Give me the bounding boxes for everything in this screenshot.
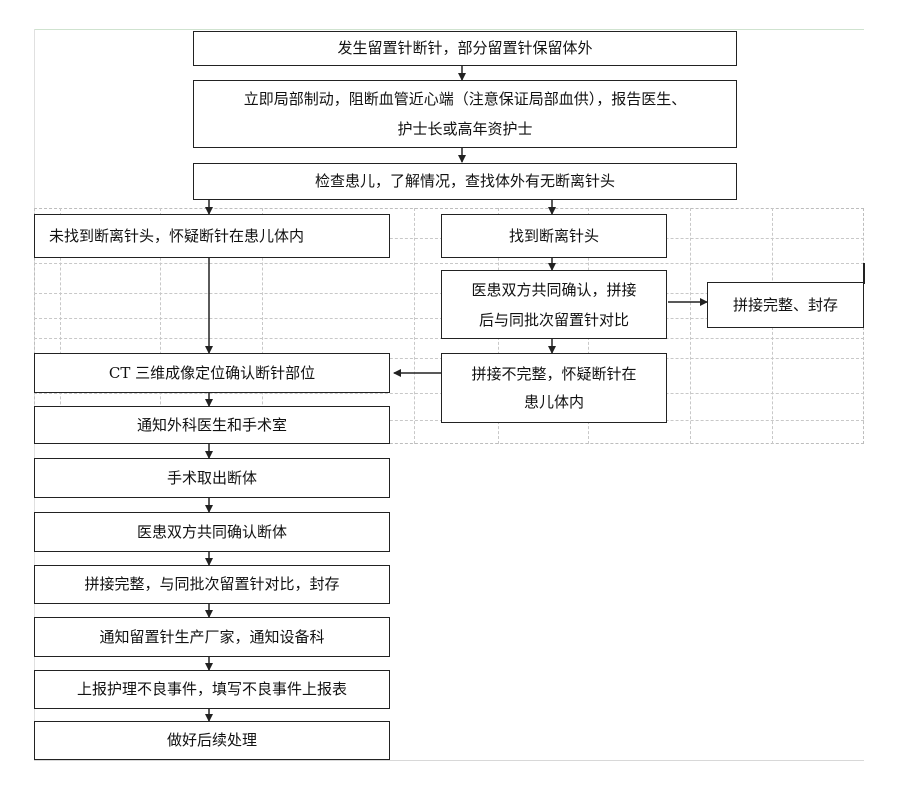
node-text-line1: 医患双方共同确认，拼接	[471, 280, 637, 299]
node-reassemble-seal: 拼接完整，与同批次留置针对比，封存	[34, 565, 390, 604]
node-confirm-fragment: 医患双方共同确认断体	[34, 512, 390, 552]
node-text: 找到断离针头	[508, 226, 599, 245]
node-text-line2: 护士长或高年资护士	[397, 120, 533, 138]
grid-line	[60, 208, 61, 444]
grid-line	[690, 208, 691, 444]
node-surgical-removal: 手术取出断体	[34, 458, 390, 498]
node-text: 检查患儿，了解情况，查找体外有无断离针头	[314, 172, 615, 191]
node-notify-manufacturer: 通知留置针生产厂家，通知设备科	[34, 617, 390, 657]
node-text: 未找到断离针头，怀疑断针在患儿体内	[49, 226, 305, 245]
node-needle-not-found: 未找到断离针头，怀疑断针在患儿体内	[34, 214, 390, 258]
node-text-line2: 患儿体内	[523, 393, 584, 411]
node-text: 拼接完整、封存	[732, 295, 838, 314]
node-broken-needle-occurs: 发生留置针断针，部分留置针保留体外	[193, 31, 737, 66]
node-needle-found: 找到断离针头	[441, 214, 667, 258]
node-text: 上报护理不良事件，填写不良事件上报表	[76, 680, 347, 699]
node-text: 拼接完整，与同批次留置针对比，封存	[84, 575, 340, 594]
node-ct-localization: CT 三维成像定位确认断针部位	[34, 353, 390, 393]
node-incomplete-suspect: 拼接不完整，怀疑断针在 患儿体内	[441, 353, 667, 423]
node-immediate-response: 立即局部制动，阻断血管近心端（注意保证局部血供），报告医生、 护士长或高年资护士	[193, 80, 737, 148]
node-text: 通知留置针生产厂家，通知设备科	[99, 627, 325, 646]
node-text: CT 三维成像定位确认断针部位	[108, 363, 316, 382]
node-notify-surgeon: 通知外科医生和手术室	[34, 406, 390, 444]
grid-line	[414, 208, 415, 444]
node-report-adverse-event: 上报护理不良事件，填写不良事件上报表	[34, 670, 390, 709]
node-text: 发生留置针断针，部分留置针保留体外	[337, 39, 593, 58]
node-joint-confirm-compare: 医患双方共同确认，拼接 后与同批次留置针对比	[441, 270, 667, 339]
node-text-line1: 拼接不完整，怀疑断针在	[471, 365, 637, 383]
node-text-line1: 立即局部制动，阻断血管近心端（注意保证局部血供），报告医生、	[243, 90, 687, 108]
grid-line	[262, 208, 263, 444]
node-text-line2: 后与同批次留置针对比	[478, 310, 629, 329]
node-text: 医患双方共同确认断体	[136, 522, 287, 541]
node-complete-seal: 拼接完整、封存	[707, 282, 864, 328]
page-frame-top	[34, 29, 864, 30]
node-text: 做好后续处理	[166, 731, 257, 750]
node-check-patient: 检查患儿，了解情况，查找体外有无断离针头	[193, 163, 737, 200]
page-frame-bottom	[34, 760, 864, 761]
node-text: 手术取出断体	[166, 468, 257, 487]
node-text: 通知外科医生和手术室	[136, 415, 287, 434]
grid-line	[160, 208, 161, 444]
node-follow-up: 做好后续处理	[34, 721, 390, 760]
grid-line	[34, 263, 864, 264]
